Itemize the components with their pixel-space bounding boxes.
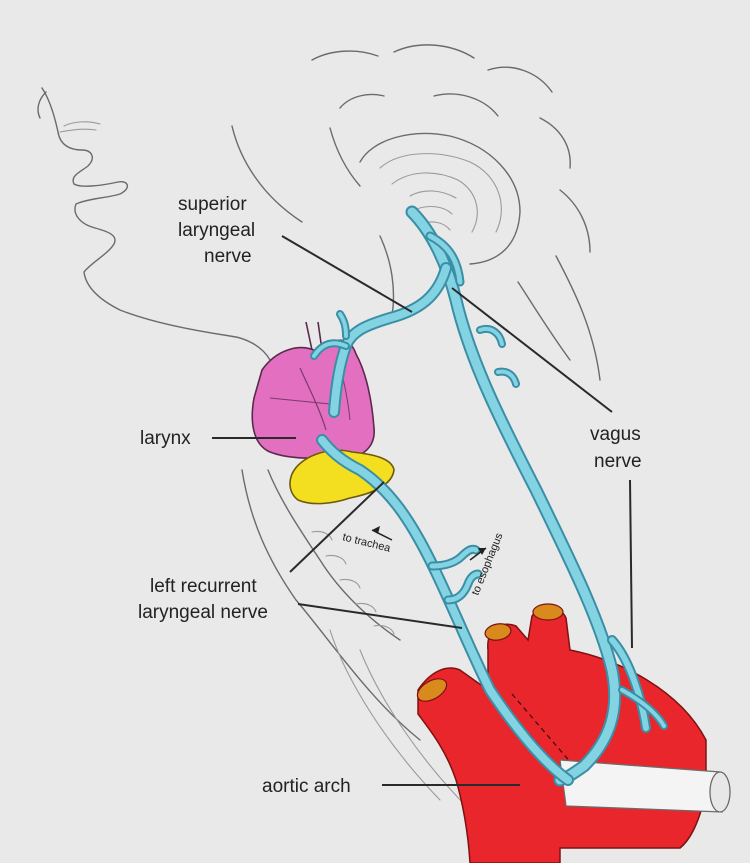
leader-left-recurrent-1	[289, 481, 385, 573]
leader-lines	[212, 235, 633, 786]
label-superior-line1: superior	[178, 194, 247, 215]
leader-vagus	[451, 287, 613, 413]
label-left-recurrent-line2: laryngeal nerve	[138, 602, 268, 623]
label-vagus-line2: nerve	[594, 451, 642, 472]
label-superior-line2: laryngeal	[178, 220, 255, 241]
branch-arrows	[371, 526, 487, 561]
label-to-esophagus: to esophagus	[470, 531, 506, 597]
nerve-paths	[310, 205, 668, 787]
leader-superior	[281, 235, 413, 313]
aortic-arch-shape	[416, 603, 731, 863]
head-sketch	[37, 44, 601, 811]
label-vagus-line1: vagus	[590, 424, 641, 445]
label-aortic-arch: aortic arch	[262, 776, 351, 797]
leader-vagus-2	[629, 479, 633, 649]
label-to-trachea: to trachea	[341, 531, 392, 555]
label-left-recurrent-line1: left recurrent	[150, 576, 257, 597]
label-larynx: larynx	[140, 428, 191, 449]
label-superior-line3: nerve	[204, 246, 252, 267]
leader-left-recurrent-2	[297, 603, 463, 629]
